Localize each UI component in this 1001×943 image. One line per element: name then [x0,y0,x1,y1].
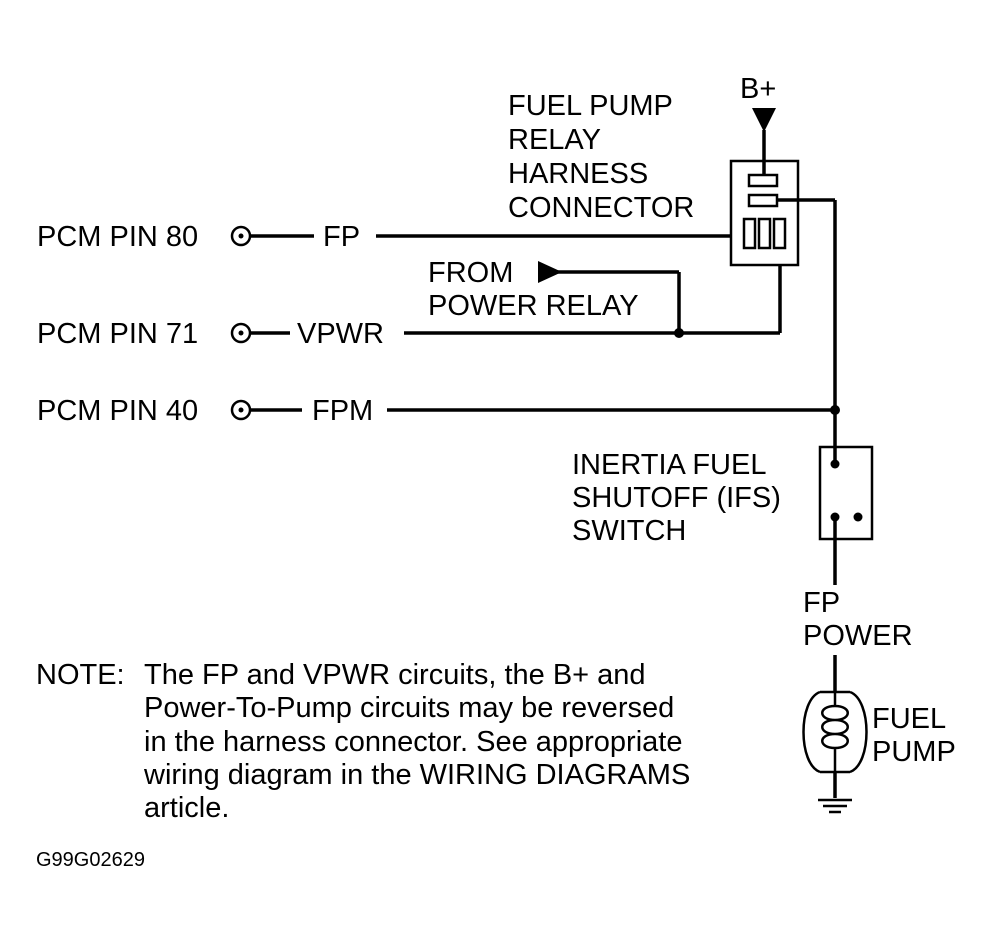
fp-circuit-label: FP [323,221,360,253]
battery-positive-label: B+ [740,73,776,105]
pcm-pin-80-label: PCM PIN 80 [37,221,198,253]
ifs-switch-label-line3: SWITCH [572,515,686,547]
fuel-pump-motor-icon [802,690,868,774]
pcm-pin-71-label: PCM PIN 71 [37,318,198,350]
ifs-switch-label-line1: INERTIA FUEL [572,449,766,481]
relay-harness-connector [729,159,800,267]
ifs-switch-label-line2: SHUTOFF (IFS) [572,482,781,514]
battery-arrow-icon [752,108,776,132]
relay-connector-label-line4: CONNECTOR [508,192,694,224]
note-line-5: article. [144,792,229,824]
ifs-switch [818,445,874,541]
fp-power-label-line2: POWER [803,620,913,652]
pcm-pin-40-terminal-icon [230,399,252,421]
relay-connector-label-line1: FUEL PUMP [508,90,673,122]
note-line-4: wiring diagram in the WIRING DIAGRAMS [143,759,690,791]
vpwr-circuit-label: VPWR [297,318,384,350]
note-prefix: NOTE: [36,659,125,691]
fpm-circuit-label: FPM [312,395,373,427]
fp-power-label-line1: FP [803,587,840,619]
fuel-pump-label-line2: PUMP [872,736,956,768]
power-relay-arrow-icon [538,261,562,283]
power-relay-label-line1: FROM [428,257,513,289]
relay-connector-label-line3: HARNESS [508,158,648,190]
note-line-2: Power-To-Pump circuits may be reversed [144,692,674,724]
note-line-3: in the harness connector. See appropriat… [144,726,682,758]
relay-connector-label-line2: RELAY [508,124,601,156]
fuel-pump-label-line1: FUEL [872,703,946,735]
pcm-pin-71-terminal-icon [230,322,252,344]
power-relay-label-line2: POWER RELAY [428,290,639,322]
figure-code: G99G02629 [36,849,145,871]
note-line-1: The FP and VPWR circuits, the B+ and [144,659,646,691]
ground-icon [818,798,852,814]
pcm-pin-80-terminal-icon [230,225,252,247]
pcm-pin-40-label: PCM PIN 40 [37,395,198,427]
